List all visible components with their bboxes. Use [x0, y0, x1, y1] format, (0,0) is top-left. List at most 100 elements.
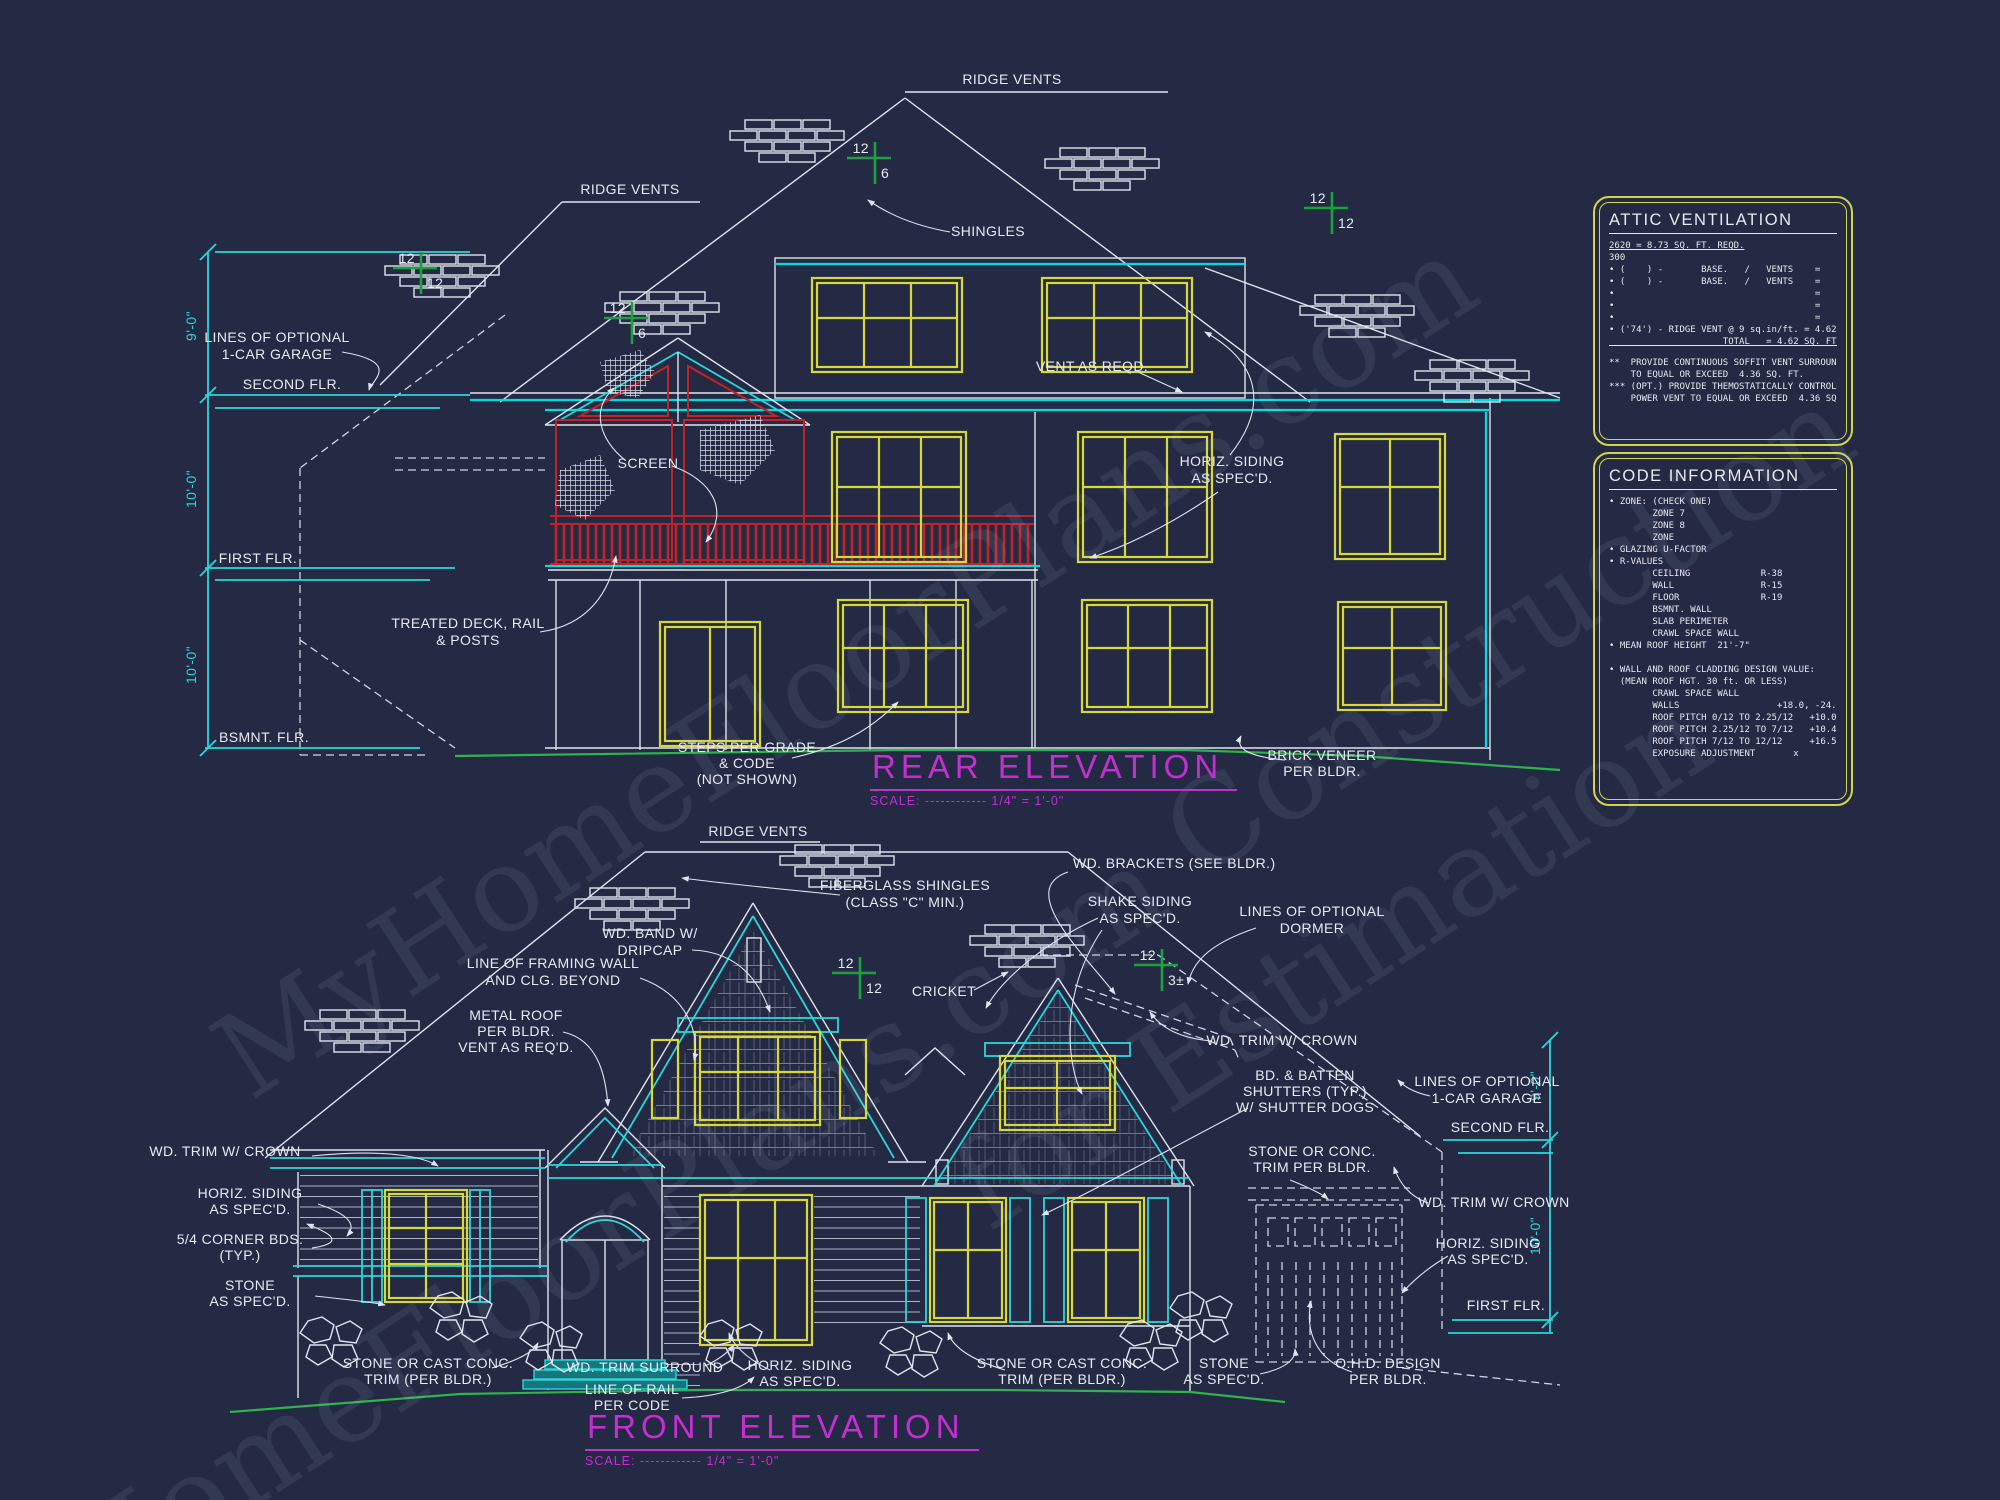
panel-line: ROOF PITCH 0/12 TO 2.25/12 +10.0, -43.4 [1652, 713, 1837, 723]
label-shingles: SHINGLES [951, 223, 1025, 239]
panel-line: • R-VALUES [1609, 557, 1664, 567]
label-fiberglass: FIBERGLASS SHINGLES [820, 877, 990, 893]
label-second-flr-front: SECOND FLR. [1451, 1119, 1550, 1135]
pitch-den: 12 [866, 980, 882, 996]
pitch-num: 12 [399, 250, 415, 266]
label-bd-batten: SHUTTERS (TYP.) [1243, 1083, 1367, 1099]
label-treated-deck: TREATED DECK, RAIL [391, 615, 544, 631]
panel-line: • = [1609, 289, 1821, 299]
label-optional-garage-front: 1-CAR GARAGE [1432, 1090, 1543, 1106]
panel-line: WALL R-15 [1609, 581, 1783, 591]
label-optional-dormer: LINES OF OPTIONAL [1239, 903, 1384, 919]
front-grade-line [229, 1388, 1286, 1414]
label-bd-batten: BD. & BATTEN [1255, 1067, 1354, 1083]
panel-line: TOTAL = 4.62 SQ. FT. [1609, 337, 1837, 347]
rear-elevation-scale: SCALE: ------------ 1/4" = 1'-0" [870, 794, 1065, 808]
label-horiz-siding-bottom: AS SPEC'D. [759, 1373, 840, 1389]
rear-dim-first: 10'-0" [183, 470, 199, 508]
label-optional-garage: 1-CAR GARAGE [222, 346, 333, 362]
label-cricket: CRICKET [912, 983, 976, 999]
panel-line: CEILING R-38 [1609, 569, 1783, 579]
panel-line: • ('74') - RIDGE VENT @ 9 sq.in/ft. = 4.… [1609, 325, 1837, 335]
label-steps: STEPS PER GRADE [678, 739, 816, 755]
attic-panel-title: ATTIC VENTILATION [1609, 211, 1837, 234]
label-metal-roof: VENT AS REQ'D. [458, 1039, 573, 1055]
front-windows [361, 1030, 1169, 1347]
label-stone-bottom: STONE [1199, 1355, 1249, 1371]
label-horiz-siding-left: AS SPEC'D. [209, 1201, 290, 1217]
code-information-panel: CODE INFORMATION • ZONE: (CHECK ONE) ZON… [1593, 452, 1853, 806]
pitch-num: 12 [838, 955, 854, 971]
label-treated-deck: & POSTS [436, 632, 499, 648]
label-horiz-siding: AS SPEC'D. [1191, 470, 1272, 486]
label-screen: SCREEN [618, 455, 679, 471]
label-wd-trim-left: WD. TRIM W/ CROWN [149, 1143, 300, 1159]
panel-line: • WALL AND ROOF CLADDING DESIGN VALUE: [1609, 665, 1815, 675]
front-steps [522, 1359, 688, 1390]
panel-line: CRAWL SPACE WALL [1609, 629, 1740, 639]
rear-elevation-drawing: 9'-0" 10'-0" 10'-0" 12 12 12 6 12 12 12 … [183, 71, 1561, 787]
label-shake-siding: AS SPEC'D. [1099, 910, 1180, 926]
panel-line: *** (OPT.) PROVIDE THEMOSTATICALLY CONTR… [1609, 382, 1837, 392]
pitch-num: 12 [1140, 947, 1156, 963]
panel-line: ROOF PITCH 7/12 TO 12/12 +16.5, -21.0 [1652, 737, 1837, 747]
label-optional-garage: LINES OF OPTIONAL [204, 329, 349, 345]
panel-line: BSMNT. WALL [1609, 605, 1712, 615]
label-wd-trim-right: WD. TRIM W/ CROWN [1418, 1194, 1569, 1210]
label-optional-garage-front: LINES OF OPTIONAL [1414, 1073, 1559, 1089]
label-ridge-vents: RIDGE VENTS [962, 71, 1061, 87]
panel-line: • MEAN ROOF HEIGHT 21'-7" [1609, 641, 1750, 651]
panel-line: • ( ) - BASE. / VENTS = [1609, 277, 1821, 287]
label-framing: AND CLG. BEYOND [485, 972, 620, 988]
label-framing: LINE OF FRAMING WALL [467, 955, 639, 971]
pitch-den: 6 [638, 325, 646, 341]
rear-pitch-markers: 12 12 12 6 12 12 12 6 [393, 140, 1354, 344]
label-wd-trim-mid: WD. TRIM W/ CROWN [1206, 1032, 1357, 1048]
panel-line: • ZONE: (CHECK ONE) [1609, 497, 1712, 507]
rear-grade-line [454, 748, 1561, 772]
panel-line: ROOF PITCH 2.25/12 TO 7/12 +10.4, -34.8 [1652, 725, 1837, 735]
label-stone-left: STONE [225, 1277, 275, 1293]
label-horiz-siding: HORIZ. SIDING [1180, 453, 1285, 469]
panel-line: CRAWL SPACE WALL [1609, 689, 1740, 699]
panel-line: SLAB PERIMETER [1609, 617, 1729, 627]
label-stone-cast-right: TRIM (PER BLDR.) [998, 1371, 1126, 1387]
front-dim-first: 10'-0" [1527, 1217, 1543, 1255]
panel-line: FLOOR R-19 [1609, 593, 1783, 603]
label-fiberglass: (CLASS "C" MIN.) [845, 894, 964, 910]
label-ohd: O.H.D. DESIGN [1335, 1355, 1441, 1371]
pitch-den: 12 [1338, 215, 1354, 231]
label-wd-band: DRIPCAP [617, 942, 682, 958]
label-brick-veneer: BRICK VENEER [1267, 747, 1376, 763]
panel-line: ZONE [1609, 533, 1675, 543]
front-pitch-markers: 12 12 12 3± [832, 947, 1184, 999]
label-stone-conc-trim: TRIM PER BLDR. [1253, 1159, 1371, 1175]
rear-windows [658, 276, 1448, 748]
pitch-num: 12 [1310, 190, 1326, 206]
label-line-of-rail: LINE OF RAIL [585, 1381, 679, 1397]
label-horiz-siding-left: HORIZ. SIDING [198, 1185, 303, 1201]
front-elevation-drawing: 9'-0" 10'-0" 12 12 12 3± [149, 823, 1569, 1414]
label-shake-siding: SHAKE SIDING [1088, 893, 1192, 909]
panel-line: 300 [1609, 253, 1626, 263]
rear-dim-second: 9'-0" [183, 311, 199, 341]
panel-line: (MEAN ROOF HGT. 30 ft. OR LESS) [1609, 677, 1788, 687]
label-metal-roof: PER BLDR. [477, 1023, 555, 1039]
rear-dimension-lines: 9'-0" 10'-0" 10'-0" [183, 243, 470, 757]
pitch-den: 3± [1168, 972, 1184, 988]
label-stone-left: AS SPEC'D. [209, 1293, 290, 1309]
label-stone-bottom: AS SPEC'D. [1183, 1371, 1264, 1387]
rear-elevation-title: REAR ELEVATION [870, 748, 1238, 791]
rear-deck-door [658, 620, 762, 748]
pitch-num: 12 [610, 300, 626, 316]
panel-line: • = [1609, 301, 1821, 311]
panel-line [1609, 653, 1837, 665]
panel-line: ZONE 8 [1609, 521, 1685, 531]
panel-line: ** PROVIDE CONTINUOUS SOFFIT VENT SURROU… [1609, 358, 1837, 368]
label-bsmnt-flr: BSMNT. FLR. [219, 729, 309, 745]
panel-line: 2620 = 8.73 SQ. FT. REQD. [1609, 241, 1745, 251]
label-metal-roof: METAL ROOF [469, 1007, 562, 1023]
label-ohd: PER BLDR. [1349, 1371, 1427, 1387]
